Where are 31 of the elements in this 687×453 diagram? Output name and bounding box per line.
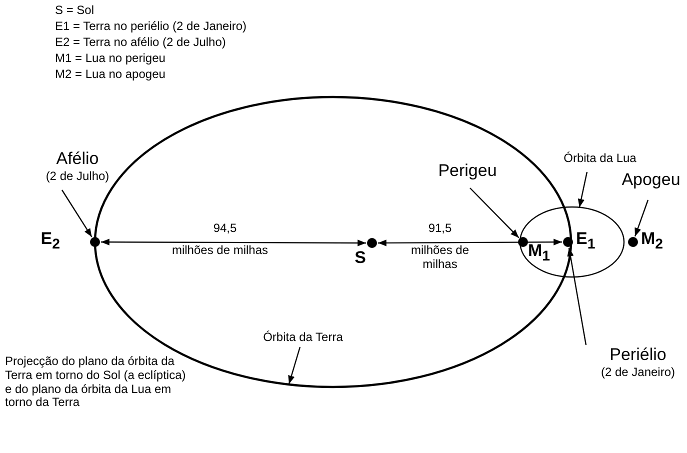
point-label: S [354, 249, 366, 268]
leader-arrow [567, 248, 587, 346]
leader-arrow [578, 172, 588, 208]
caption-note: Projecção do plano da órbita da Terra em torno do Sol (a eclíptica) e do plano da órbita da Lua em torno da Terra [5, 355, 187, 410]
legend-line: M1 = Lua no perigeu [55, 52, 166, 66]
leader-arrow [62, 190, 92, 238]
point-label: M$_{1}$ [528, 242, 550, 265]
callout-label: Afélio [55, 149, 100, 170]
legend-line: M2 = Lua no apogeu [55, 68, 166, 82]
distance-unit: milhões de milhas [410, 244, 470, 272]
legend-line: E1 = Terra no periélio (2 de Janeiro) [55, 20, 247, 34]
legend-line: S = Sol [55, 4, 94, 18]
callout-label: Apogeu [620, 170, 682, 190]
distance-arrow [378, 238, 562, 246]
leader-arrow [470, 188, 520, 238]
point-label: E$_{2}$ [40, 230, 60, 253]
callout-label: Periélio [608, 345, 668, 366]
leader-arrow [288, 346, 301, 384]
callout-label: Órbita da Terra [262, 330, 344, 344]
legend-line: E2 = Terra no afélio (2 de Julho) [55, 36, 226, 50]
date-note: (2 de Janeiro) [600, 365, 676, 380]
point-label: E$_{1}$ [576, 230, 596, 253]
distance-value: 91,5 [427, 222, 453, 236]
point-label: M$_{2}$ [641, 230, 664, 253]
date-note: (2 de Julho) [44, 169, 110, 184]
distance-unit: milhões de milhas [170, 244, 270, 258]
callout-label: Perigeu [437, 161, 498, 182]
distance-value: 94,5 [212, 222, 238, 236]
distance-arrow [101, 238, 366, 246]
callout-label: Órbita da Lua [562, 151, 638, 166]
leader-arrow [634, 200, 649, 237]
